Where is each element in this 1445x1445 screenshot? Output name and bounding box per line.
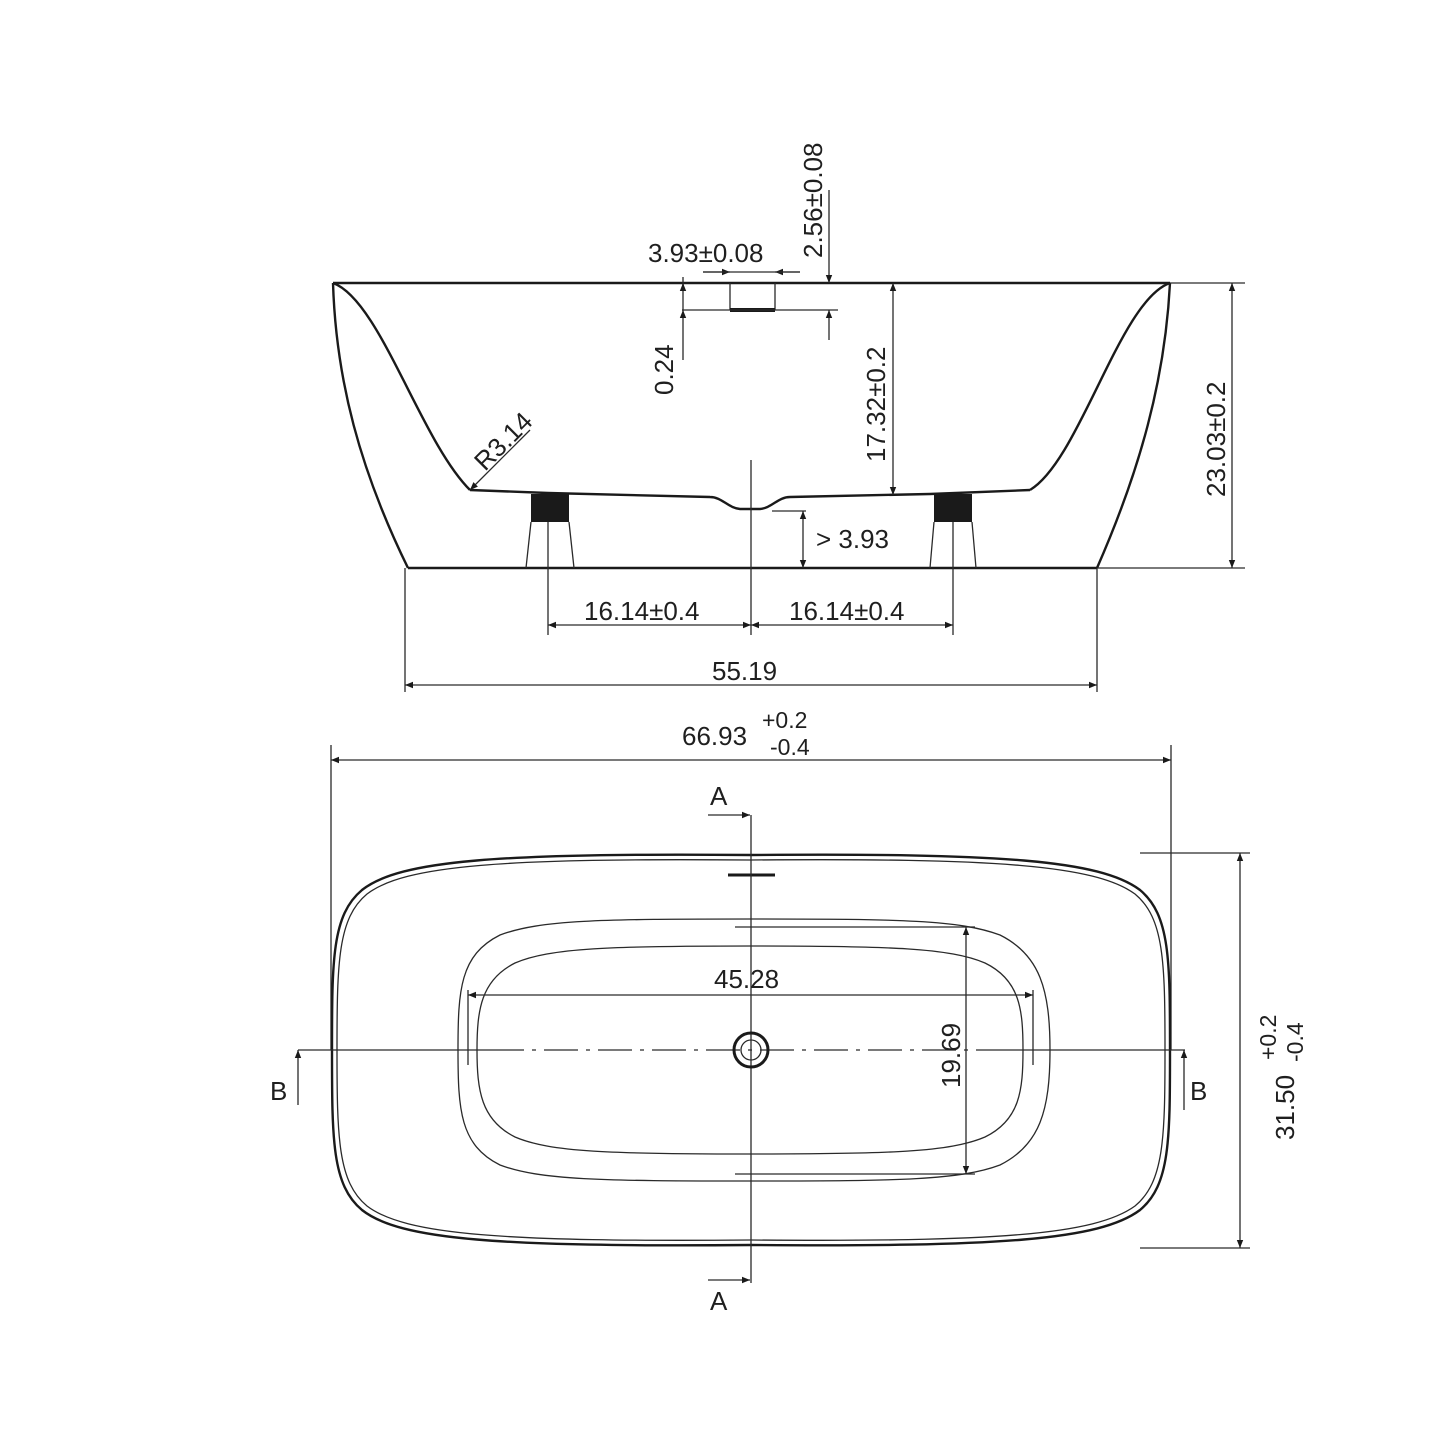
side-view: 3.93±0.08 2.56±0.08 0.24 R3.14 17.32±0.2… [331,143,1245,692]
inner-length-label: 45.28 [714,964,779,994]
inner-wall-left [332,281,471,491]
overflow-width-label: 3.93±0.08 [648,238,763,268]
inner-width-label: 19.69 [936,1023,966,1088]
inner-depth-label: 17.32±0.2 [861,347,891,462]
top-view: 66.93 +0.2 -0.4 45.28 19.69 31.5 [270,707,1308,1316]
foot-spacing-left-label: 16.14±0.4 [584,596,699,626]
base-length-label: 55.19 [712,656,777,686]
right-foot [929,494,977,569]
section-a-top-label: A [710,781,728,811]
inner-wall-right [1029,281,1171,492]
overall-length-tol-minus: -0.4 [770,734,810,760]
section-a-bottom-label: A [710,1286,728,1316]
drain-clearance-label: > 3.93 [816,524,889,554]
tub-floor [469,488,1031,511]
overflow-offset-label: 0.24 [649,344,679,395]
radius-leader [469,429,531,491]
overall-width-tol-minus: -0.4 [1282,1022,1308,1062]
total-height-label: 23.03±0.2 [1201,382,1231,497]
outer-wall-right [1095,282,1172,569]
section-b-left-label: B [270,1076,287,1106]
radius-label: R3.14 [468,406,538,476]
overflow-depth-label: 2.56±0.08 [798,143,828,258]
outer-wall-left [331,282,410,569]
section-b-right-label: B [1190,1076,1207,1106]
foot-spacing-right-label: 16.14±0.4 [789,596,904,626]
drain-icon [732,1031,770,1069]
overall-width-tol-plus: +0.2 [1255,1015,1281,1060]
overall-length-tol-plus: +0.2 [762,707,807,733]
overall-width-label: 31.50 [1270,1075,1300,1140]
overall-length-label: 66.93 [682,721,747,751]
left-foot [525,494,575,569]
